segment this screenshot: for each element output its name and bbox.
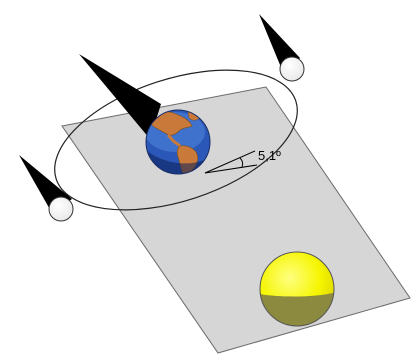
- angle-label: 5,1º: [258, 148, 281, 163]
- moon-top-right: [280, 57, 304, 81]
- moon-left: [49, 197, 73, 221]
- ecliptic-plane: [62, 87, 410, 353]
